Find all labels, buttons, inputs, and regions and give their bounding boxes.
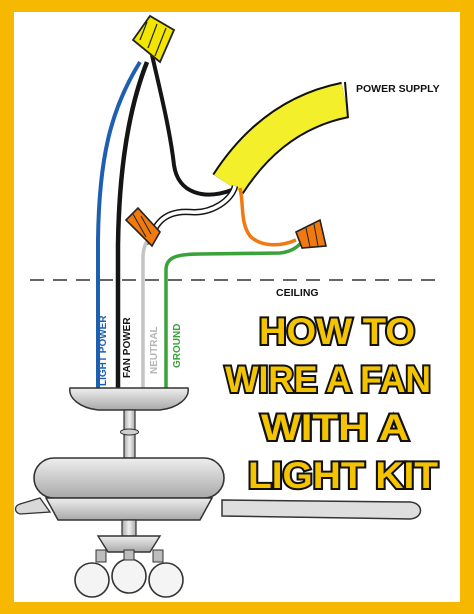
title-block: HOW TO WIRE A FAN WITH A LIGHT KIT	[223, 309, 440, 498]
ground-wire	[164, 242, 302, 388]
title-line-1: HOW TO	[259, 311, 415, 352]
supply-black-wire	[150, 54, 233, 197]
light-power-wire	[96, 60, 142, 388]
title-line-4: LIGHT KIT	[248, 455, 438, 496]
fan-blade-left	[14, 497, 52, 515]
light-bulb-right	[148, 562, 184, 598]
light-bulb-left	[74, 562, 110, 598]
neutral-wire-nut	[124, 206, 161, 248]
ceiling-fan	[14, 387, 422, 598]
ground-label: GROUND	[172, 324, 183, 368]
title-line-2: WIRE A FAN	[225, 359, 431, 400]
fan-power-label: FAN POWER	[122, 317, 133, 378]
power-supply-conduit	[214, 83, 349, 194]
light-bulb-center	[111, 558, 147, 594]
title-line-3: WITH A	[261, 407, 409, 448]
fan-canopy	[69, 387, 189, 411]
top-wire-nut	[131, 14, 176, 64]
ground-wire-nut	[294, 218, 327, 249]
light-kit-fitter	[96, 535, 162, 553]
fan-power-wire	[115, 61, 150, 388]
fan-blade-right	[221, 499, 422, 520]
power-supply-label: POWER SUPPLY	[356, 83, 440, 95]
ceiling-label: CEILING	[276, 287, 319, 299]
supply-ground-wire	[238, 187, 297, 247]
conduit-end-cap	[344, 81, 349, 119]
neutral-label: NEUTRAL	[149, 326, 160, 374]
fan-motor-housing	[33, 457, 225, 499]
light-power-label: LIGHT POWER	[98, 315, 109, 386]
